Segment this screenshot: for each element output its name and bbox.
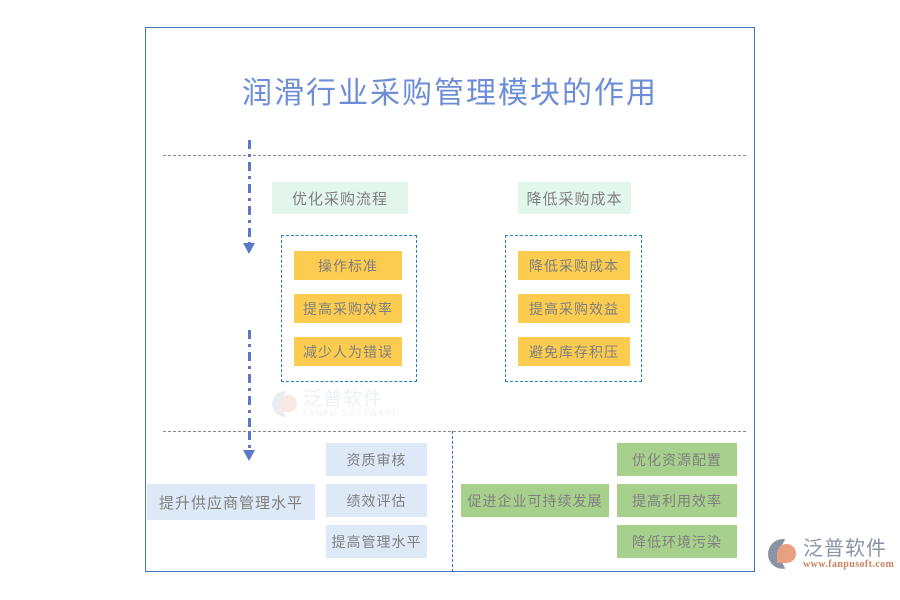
brand-name-cn: 泛普软件 (803, 536, 887, 560)
brand-url: www.fanpusoft.com (803, 559, 895, 571)
arrow-down-icon-lower (243, 450, 255, 461)
item-box: 提高管理水平 (326, 525, 427, 558)
group-label-supplier-management: 提升供应商管理水平 (147, 484, 315, 520)
item-box: 降低环境污染 (617, 525, 737, 558)
group-label-sustainable-development: 促进企业可持续发展 (461, 484, 609, 517)
item-box: 提高利用效率 (617, 484, 737, 517)
page-title: 润滑行业采购管理模块的作用 (242, 76, 658, 111)
separator-line-top (163, 155, 746, 156)
arrow-down-icon-upper (243, 243, 255, 254)
fanpu-logo-icon (768, 538, 798, 569)
item-box: 优化资源配置 (617, 443, 737, 476)
item-box: 提高采购效率 (294, 294, 402, 323)
brand-logo: 泛普软件 www.fanpusoft.com (768, 537, 894, 571)
group-header-optimize-process: 优化采购流程 (272, 182, 408, 214)
item-box: 操作标准 (294, 251, 402, 280)
connector-line-upper (248, 140, 251, 245)
item-box: 减少人为错误 (294, 337, 402, 366)
item-box: 绩效评估 (326, 484, 427, 517)
diagram-frame (145, 27, 755, 572)
group-header-reduce-cost: 降低采购成本 (518, 182, 631, 214)
separator-line-bottom (163, 431, 746, 432)
item-box: 避免库存积压 (518, 337, 630, 366)
item-box: 降低采购成本 (518, 251, 630, 280)
connector-line-lower (248, 431, 251, 453)
item-box: 提高采购效益 (518, 294, 630, 323)
item-box: 资质审核 (326, 443, 427, 476)
vertical-divider-bottom (452, 431, 453, 572)
connector-line-middle (248, 330, 251, 432)
